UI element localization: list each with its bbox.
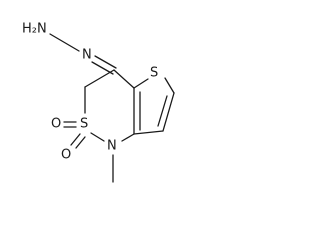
atom-hydrazine-n-label: N <box>82 48 92 63</box>
chemical-structure: H₂N N S S O O N <box>22 22 175 183</box>
bond-n1-c7a <box>121 133 135 142</box>
atom-labels: H₂N N S S O O N <box>22 22 158 163</box>
bond-nh2-n <box>49 33 80 52</box>
bond-s2-n1 <box>90 132 105 142</box>
bond-s-o-bottom-b <box>75 136 86 149</box>
atom-oxygen-bottom-label: O <box>61 148 71 163</box>
bond-c4-c3 <box>84 69 115 88</box>
bond-s-o-bottom-a <box>70 133 81 146</box>
bonds <box>49 33 175 183</box>
atom-amino-label: H₂N <box>22 22 47 37</box>
atom-sulfonyl-s-label: S <box>80 117 88 132</box>
bond-n-c4-a <box>94 55 117 69</box>
atom-oxygen-left-label: O <box>51 117 61 132</box>
atom-ring-n-label: N <box>107 139 117 154</box>
bond-c2-c3t-inner <box>157 95 168 127</box>
bond-s-c2 <box>164 77 175 94</box>
bond-c4a-s <box>133 78 149 89</box>
bond-c2-c3t <box>162 92 175 132</box>
bond-c3t-c7a <box>133 130 164 135</box>
bond-c4a-c4 <box>113 69 135 89</box>
atom-thiophene-s-label: S <box>150 66 158 81</box>
